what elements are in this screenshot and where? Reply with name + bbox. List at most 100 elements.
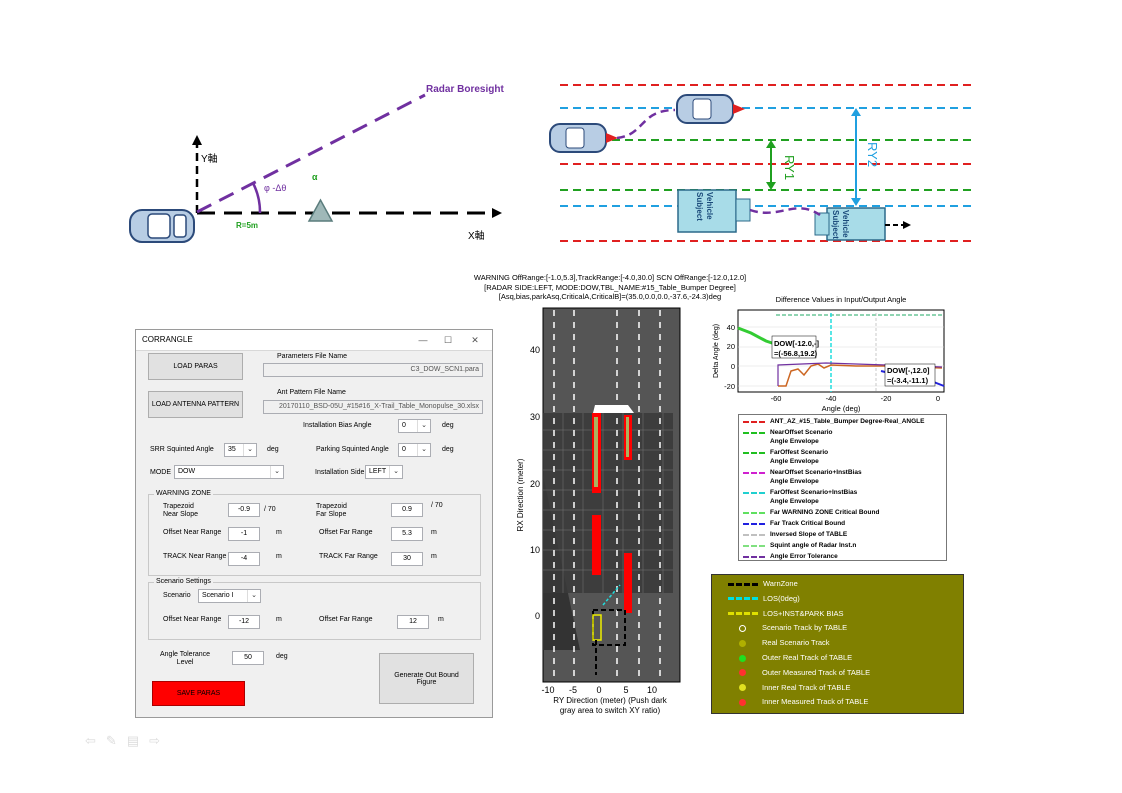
main-plot-ylabel: RX Direction (meter) [516, 458, 525, 531]
range-label: R=5m [236, 221, 258, 230]
load-paras-button[interactable]: LOAD PARAS [148, 353, 243, 380]
trap-far-label: Trapezoid Far Slope [316, 503, 347, 518]
boresight-label: Radar Boresight [426, 84, 504, 95]
trap-near-label: Trapezoid Near Slope [163, 503, 199, 518]
legend-swatch [739, 684, 746, 692]
ant-file-field[interactable]: 20170110_BSD-05U_#15#16_X-Trail_Table_Mo… [263, 400, 483, 414]
install-bias-label: Installation Bias Angle [303, 422, 372, 429]
legend-swatch [743, 512, 765, 514]
legend-label: Squint angle of Radar Inst.n [770, 542, 857, 549]
legend-swatch [743, 556, 765, 558]
track-far-field[interactable]: 30 [391, 552, 423, 566]
sc-offset-far-field[interactable]: 12 [397, 615, 429, 629]
back-arrow-icon[interactable]: ⇦ [85, 733, 96, 748]
legend-label: Inner Measured Track of TABLE [762, 697, 869, 707]
x-axis-label: X軸 [468, 229, 485, 242]
install-bias-select[interactable]: 0⌄ [398, 419, 431, 433]
main-plot-xlabel1: RY Direction (meter) (Push dark [553, 696, 668, 705]
diff-plot-title: Difference Values in Input/Output Angle [776, 295, 907, 304]
offset-far-field[interactable]: 5.3 [391, 527, 423, 541]
legend-swatch [739, 669, 746, 677]
svg-text:Vehicle: Vehicle [705, 192, 714, 220]
install-side-select[interactable]: LEFT⌄ [365, 465, 403, 479]
diff-xtick-m40: -40 [826, 394, 837, 403]
per70-unit: / 70 [264, 506, 276, 513]
y-tick-40: 40 [530, 345, 540, 355]
legend-label: NearOffset Scenario+InstBias Angle Envel… [770, 469, 862, 485]
diff-plot-xlabel: Angle (deg) [822, 404, 861, 413]
ry1-label: RY1 [782, 155, 797, 180]
legend-label: FarOffest Scenario Angle Envelope [770, 449, 829, 465]
x-tick-m10: -10 [541, 685, 554, 695]
parking-select[interactable]: 0⌄ [398, 443, 431, 457]
legend-swatch [739, 624, 746, 632]
target-car-start-icon [549, 123, 607, 153]
generate-figure-button[interactable]: Generate Out Bound Figure [379, 653, 474, 704]
legend-entry: Far WARNING ZONE Critical Bound [739, 508, 879, 517]
legend-label: LOS+INST&PARK BIAS [763, 608, 844, 618]
trap-far-field[interactable]: 0.9 [391, 503, 423, 517]
angle-tol-field[interactable]: 50 [232, 651, 264, 665]
chevron-down-icon: ⌄ [270, 466, 283, 478]
offset-near-label: Offset Near Range [163, 529, 222, 536]
y-tick-10: 10 [530, 545, 540, 555]
legend-entry: Outer Measured Track of TABLE [712, 668, 870, 677]
legend-entry: Outer Real Track of TABLE [712, 653, 852, 662]
lane-scenario-diagram: Subject Vehicle Subject Vehicle RY1 RY2 [549, 84, 975, 242]
legend-entry: Scenario Track by TABLE [712, 623, 847, 632]
srr-select[interactable]: 35⌄ [224, 443, 257, 457]
track-near-label: TRACK Near Range [163, 553, 227, 560]
plot-title-line3: [Asq,bias,parkAsq,CriticalA,CriticalB]=(… [498, 292, 722, 301]
scenario-select[interactable]: Scenario I⌄ [198, 589, 261, 603]
per70-unit: / 70 [431, 502, 443, 509]
sc-offset-far-label: Offset Far Range [319, 616, 373, 623]
legend-entry: ANT_AZ_#15_Table_Bumper Degree-Real_ANGL… [739, 417, 925, 426]
slide-controls: ⇦ ✎ ▤ ⇨ [85, 733, 160, 751]
offset-near-field[interactable]: -1 [228, 527, 260, 541]
menu-icon[interactable]: ▤ [126, 733, 140, 748]
track-near-field[interactable]: -4 [228, 552, 260, 566]
x-tick-10: 10 [647, 685, 657, 695]
mode-select[interactable]: DOW⌄ [174, 465, 284, 479]
legend-swatch [728, 612, 758, 616]
minimize-icon[interactable]: — [418, 335, 428, 345]
legend-entry: Squint angle of Radar Inst.n [739, 541, 856, 550]
plot-title-line2: [RADAR SIDE:LEFT, MODE:DOW,TBL_NAME:#15_… [484, 282, 736, 292]
legend-entry: Far Track Critical Bound [739, 519, 845, 528]
target-car-icon [676, 94, 734, 124]
legend-swatch [743, 534, 765, 536]
car-icon [129, 209, 195, 243]
legend-label: NearOffset Scenario Angle Envelope [770, 429, 833, 445]
y-tick-30: 30 [530, 412, 540, 422]
forward-arrow-icon[interactable]: ⇨ [149, 733, 161, 748]
main-plot-xlabel2: gray area to switch XY ratio) [560, 706, 661, 715]
deg-unit: deg [442, 446, 454, 453]
close-icon[interactable]: ✕ [471, 335, 479, 345]
legend-entry: LOS(0deg) [712, 594, 800, 603]
chevron-down-icon: ⌄ [417, 444, 430, 456]
pen-icon[interactable]: ✎ [105, 733, 117, 748]
chevron-down-icon: ⌄ [389, 466, 402, 478]
m-unit: m [431, 553, 437, 560]
diff-xtick-0: 0 [936, 394, 940, 403]
maximize-icon[interactable]: ☐ [443, 335, 453, 345]
deg-unit: deg [442, 422, 454, 429]
corrangle-dialog: CORRANGLE — ☐ ✕ LOAD PARAS Parameters Fi… [135, 329, 493, 718]
parking-label: Parking Squinted Angle [316, 446, 389, 453]
diff-tip1-b: =(-56.8,19.2) [774, 349, 818, 358]
offset-far-label: Offset Far Range [319, 529, 373, 536]
load-antenna-button[interactable]: LOAD ANTENNA PATTERN [148, 391, 243, 418]
trap-near-field[interactable]: -0.9 [228, 503, 260, 517]
legend-entry: NearOffset Scenario Angle Envelope [739, 428, 833, 446]
legend-swatch [743, 523, 765, 525]
track-far-label: TRACK Far Range [319, 553, 378, 560]
legend-swatch [743, 545, 765, 547]
sc-offset-near-field[interactable]: -12 [228, 615, 260, 629]
subject-vehicle-2-icon: Subject Vehicle [814, 207, 886, 241]
legend-label: Far Track Critical Bound [770, 520, 846, 527]
legend-label: Angle Error Tolerance [770, 553, 838, 560]
params-file-field[interactable]: C3_DOW_SCN1.para [263, 363, 483, 377]
legend-label: Real Scenario Track [762, 638, 830, 648]
legend-swatch [743, 421, 765, 423]
save-paras-button[interactable]: SAVE PARAS [152, 681, 245, 706]
